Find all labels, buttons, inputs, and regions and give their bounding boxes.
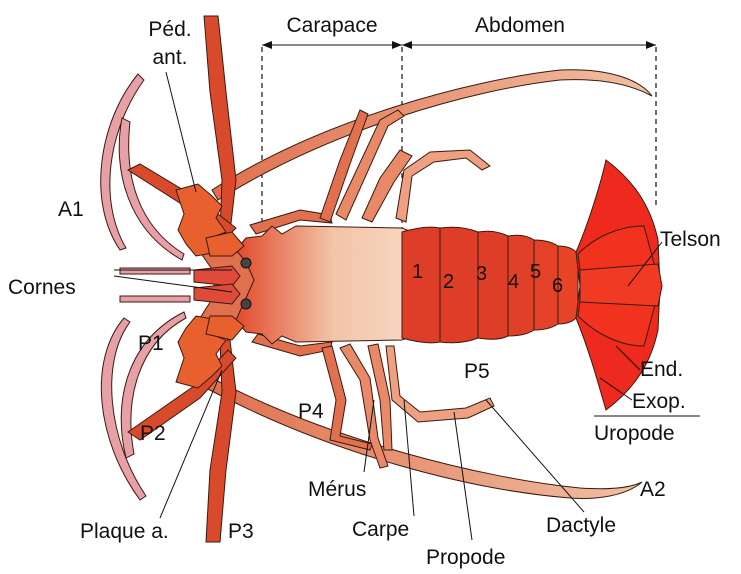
label-a2: A2 bbox=[640, 478, 666, 501]
segment-number-4: 4 bbox=[508, 271, 519, 293]
abdomen-arrow-right bbox=[646, 41, 656, 49]
label-plaque: Plaque a. bbox=[80, 520, 169, 543]
label-dactyle: Dactyle bbox=[546, 514, 616, 537]
walking-legs-upper bbox=[250, 110, 490, 234]
eye-lower bbox=[241, 299, 251, 309]
label-p3: P3 bbox=[228, 520, 254, 543]
walking-legs-lower bbox=[252, 334, 494, 468]
carapace-arrow-left bbox=[262, 41, 272, 49]
label-ped-ant-2: ant. bbox=[152, 46, 187, 69]
horn-upper bbox=[194, 266, 240, 286]
label-p5: P5 bbox=[464, 360, 490, 383]
label-abdomen: Abdomen bbox=[475, 14, 565, 37]
leg-upper-4 bbox=[396, 150, 490, 222]
label-cornes: Cornes bbox=[8, 276, 76, 299]
leader-ped-ant bbox=[166, 72, 196, 192]
label-uropode: Uropode bbox=[594, 422, 675, 445]
label-p1: P1 bbox=[138, 332, 164, 355]
eye-upper bbox=[241, 258, 251, 268]
label-exop: Exop. bbox=[632, 390, 686, 413]
label-end: End. bbox=[640, 358, 683, 381]
telson bbox=[580, 264, 662, 306]
label-p2: P2 bbox=[140, 422, 166, 445]
antennule-base-upper bbox=[120, 268, 190, 274]
label-merus: Mérus bbox=[308, 478, 366, 501]
label-a1: A1 bbox=[58, 198, 84, 221]
label-carapace: Carapace bbox=[286, 14, 377, 37]
antenna-a2-lower bbox=[206, 378, 642, 498]
leg-lower-4 bbox=[386, 346, 494, 422]
label-ped-ant-1: Péd. bbox=[148, 18, 191, 41]
label-p4: P4 bbox=[298, 400, 324, 423]
segment-number-1: 1 bbox=[412, 261, 423, 283]
label-telson: Telson bbox=[660, 228, 721, 251]
segment-number-2: 2 bbox=[443, 271, 454, 293]
segment-number-5: 5 bbox=[530, 261, 541, 283]
leader-dactyle bbox=[486, 400, 584, 512]
segment-number-3: 3 bbox=[476, 263, 487, 285]
segment-number-6: 6 bbox=[552, 275, 563, 297]
label-propode: Propode bbox=[426, 546, 505, 569]
carapace bbox=[236, 226, 412, 344]
antennule-base-lower bbox=[120, 296, 190, 302]
antenna-a2-upper bbox=[212, 70, 652, 200]
abdomen-arrow-left bbox=[402, 41, 412, 49]
horn-lower bbox=[194, 284, 240, 304]
label-carpe: Carpe bbox=[352, 518, 409, 541]
carapace-arrow-right bbox=[392, 41, 402, 49]
